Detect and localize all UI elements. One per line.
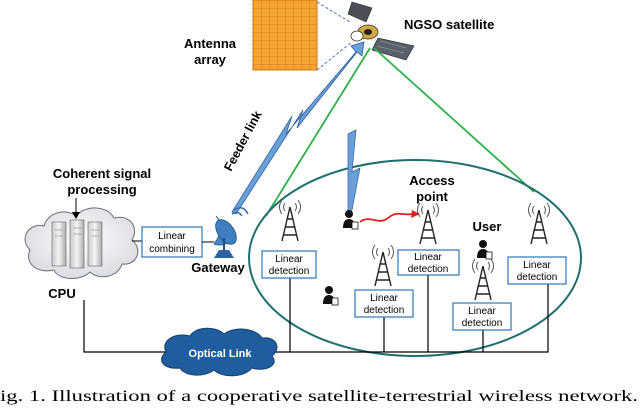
gateway-dish-icon xyxy=(213,207,249,258)
antenna-satellite-dashed-line-lower xyxy=(316,41,353,71)
cpu-label: CPU xyxy=(48,286,75,301)
optical-bus-line xyxy=(83,282,549,353)
access-link-arrowhead xyxy=(411,210,420,218)
user-label: User xyxy=(473,219,502,234)
linear-detection-1-line1: Linear xyxy=(275,254,303,265)
tower-icon-4 xyxy=(472,258,494,301)
linear-combining-box xyxy=(141,226,203,258)
access-point-label-line1: Access xyxy=(409,173,455,188)
linear-combining-line2: combining xyxy=(149,244,195,255)
linear-detection-box-2: Linear detection xyxy=(397,249,460,276)
linear-detection-2-line2: detection xyxy=(408,264,449,275)
user-icon-2 xyxy=(323,286,339,306)
antenna-array-label-line1: Antenna xyxy=(184,36,237,51)
linear-detection-5-line2: detection xyxy=(517,272,558,283)
antenna-array-label-line2: array xyxy=(194,52,227,67)
cpu-processing-arrowhead xyxy=(72,212,80,219)
linear-detection-box-5: Linear detection xyxy=(507,256,567,285)
user-uplink-bolt xyxy=(347,129,361,215)
satellite-beam-right xyxy=(373,47,535,193)
tower-icon-3 xyxy=(372,244,394,287)
antenna-satellite-dashed-line xyxy=(316,1,351,23)
access-link-red xyxy=(359,212,413,223)
linear-detection-box-1: Linear detection xyxy=(261,250,317,279)
coverage-area xyxy=(248,159,582,357)
linear-detection-1-line2: detection xyxy=(269,266,310,277)
linear-detection-3-line1: Linear xyxy=(370,293,398,304)
user-icon-1 xyxy=(343,210,359,230)
tower-icon-5 xyxy=(528,202,550,245)
linear-detection-3-line2: detection xyxy=(364,305,405,316)
figure-caption: ig. 1. Illustration of a cooperative sat… xyxy=(0,388,638,405)
satellite-icon xyxy=(347,1,415,61)
cpu-processing-line2: processing xyxy=(67,182,136,197)
satellite-label: NGSO satellite xyxy=(404,17,494,32)
linear-detection-5-line1: Linear xyxy=(523,260,551,271)
linear-detection-box-4: Linear detection xyxy=(452,302,512,331)
access-point-label-line2: point xyxy=(416,189,448,204)
tower-icon-2 xyxy=(417,202,439,245)
gateway-label: Gateway xyxy=(191,260,245,275)
optical-link-label: Optical Link xyxy=(189,348,253,360)
linear-detection-4-line1: Linear xyxy=(468,306,496,317)
antenna-array xyxy=(252,0,318,71)
tower-icon-1 xyxy=(279,199,301,242)
server-rack-icon xyxy=(51,219,103,269)
optical-link-cloud xyxy=(161,327,278,377)
linear-detection-box-3: Linear detection xyxy=(354,289,414,318)
cpu-processing-line1: Coherent signal xyxy=(53,166,151,181)
feeder-link-bolt xyxy=(231,41,365,215)
linear-detection-2-line1: Linear xyxy=(414,252,442,263)
linear-detection-4-line2: detection xyxy=(462,318,503,329)
feeder-link-label: Feeder link xyxy=(221,109,264,174)
linear-combining-line1: Linear xyxy=(158,231,186,242)
user-icon-3 xyxy=(477,240,493,260)
satellite-beam-left xyxy=(265,47,371,217)
